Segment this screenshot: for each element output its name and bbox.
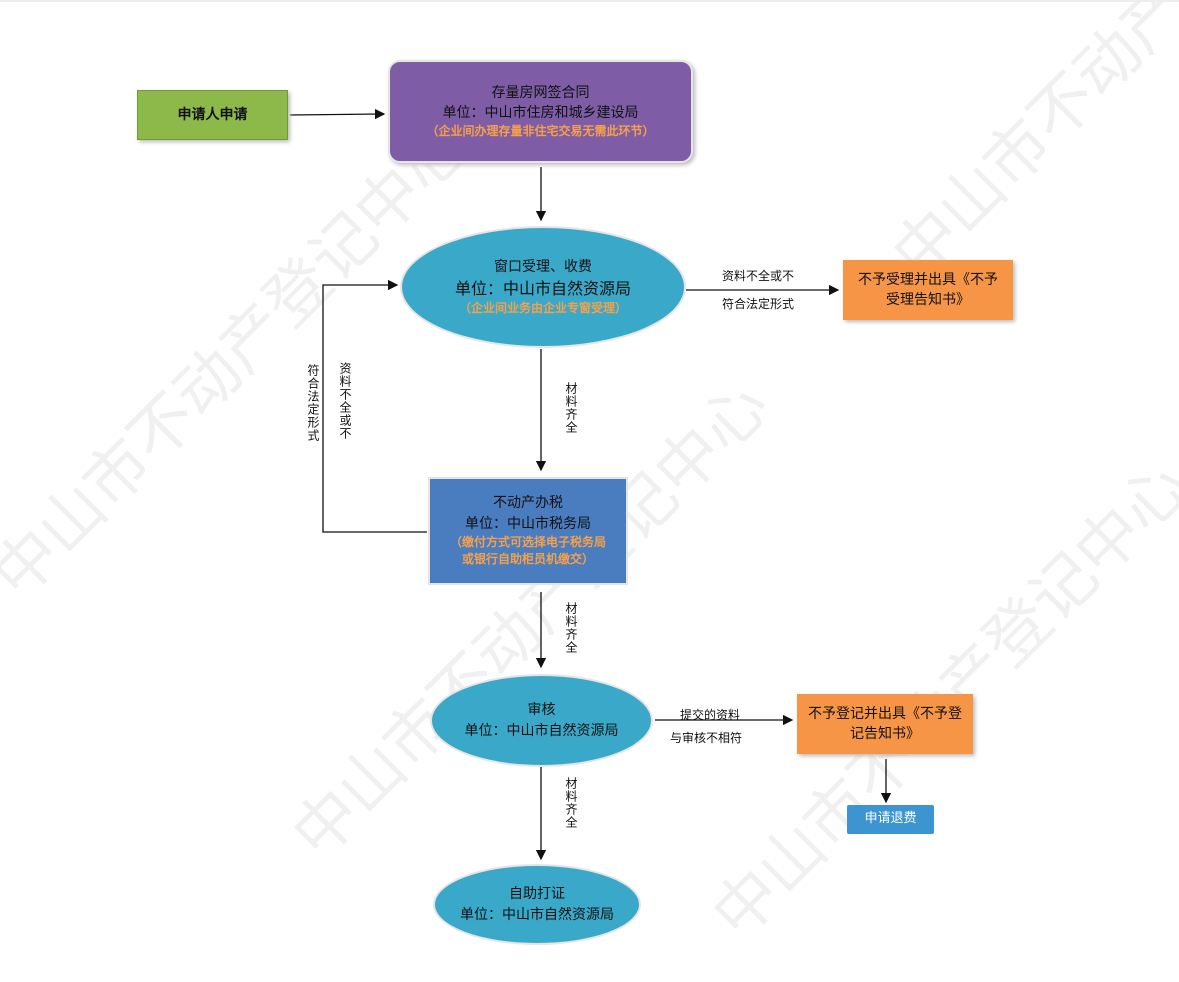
node-apply: 申请人申请: [137, 90, 288, 140]
node-note: （企业间业务由企业专窗受理）: [458, 301, 627, 316]
edge-label: 资料不全或不: [338, 362, 352, 440]
node-title: 窗口受理、收费: [494, 258, 592, 275]
node-unit: 单位：中山市住房和城乡建设局: [442, 104, 639, 121]
edge-label: 材料齐全: [564, 602, 578, 654]
node-text: 不予登记并出具《不予登记告知书》: [808, 705, 962, 742]
node-tax: 不动产办税 单位：中山市税务局 （缴付方式可选择电子税务局 或银行自助柜员机缴交…: [428, 477, 628, 585]
arrow-tax-loop: [322, 279, 427, 533]
node-review: 审核 单位：中山市自然资源局: [430, 674, 653, 767]
node-reject: 不予受理并出具《不予受理告知书》: [843, 260, 1013, 320]
node-title: 存量房网签合同: [491, 84, 590, 101]
edge-label: 提交的资料: [680, 708, 741, 722]
node-unit: 单位：中山市自然资源局: [454, 278, 631, 298]
node-noreg: 不予登记并出具《不予登记告知书》: [797, 694, 973, 754]
edge-label: 材料齐全: [564, 777, 578, 829]
node-window: 窗口受理、收费 单位：中山市自然资源局 （企业间业务由企业专窗受理）: [400, 226, 686, 348]
edge-label: 符合法定形式: [306, 364, 320, 442]
node-title: 不动产办税: [493, 495, 563, 512]
node-title: 自助打证: [509, 886, 565, 903]
edge-label: 材料齐全: [564, 382, 578, 434]
node-text: 申请退费: [864, 811, 917, 827]
node-note: 或银行自助柜员机缴交）: [461, 552, 594, 567]
node-unit: 单位：中山市自然资源局: [464, 722, 619, 739]
node-print: 自助打证 单位：中山市自然资源局: [433, 864, 641, 945]
node-unit: 单位：中山市税务局: [465, 515, 591, 532]
edge-label: 资料不全或不: [722, 269, 795, 283]
node-refund: 申请退费: [847, 805, 934, 834]
node-unit: 单位：中山市自然资源局: [460, 906, 614, 923]
node-contract: 存量房网签合同 单位：中山市住房和城乡建设局 （企业间办理存量非住宅交易无需此环…: [388, 60, 693, 163]
node-text: 不予受理并出具《不予受理告知书》: [858, 271, 998, 308]
node-note: （缴付方式可选择电子税务局: [449, 534, 606, 549]
node-text: 申请人申请: [177, 106, 248, 123]
arrow-apply-contract: [289, 108, 386, 120]
node-note: （企业间办理存量非住宅交易无需此环节）: [426, 124, 655, 139]
edge-label: 与审核不相符: [670, 731, 743, 745]
edge-label: 符合法定形式: [722, 297, 795, 311]
node-title: 审核: [527, 702, 556, 719]
